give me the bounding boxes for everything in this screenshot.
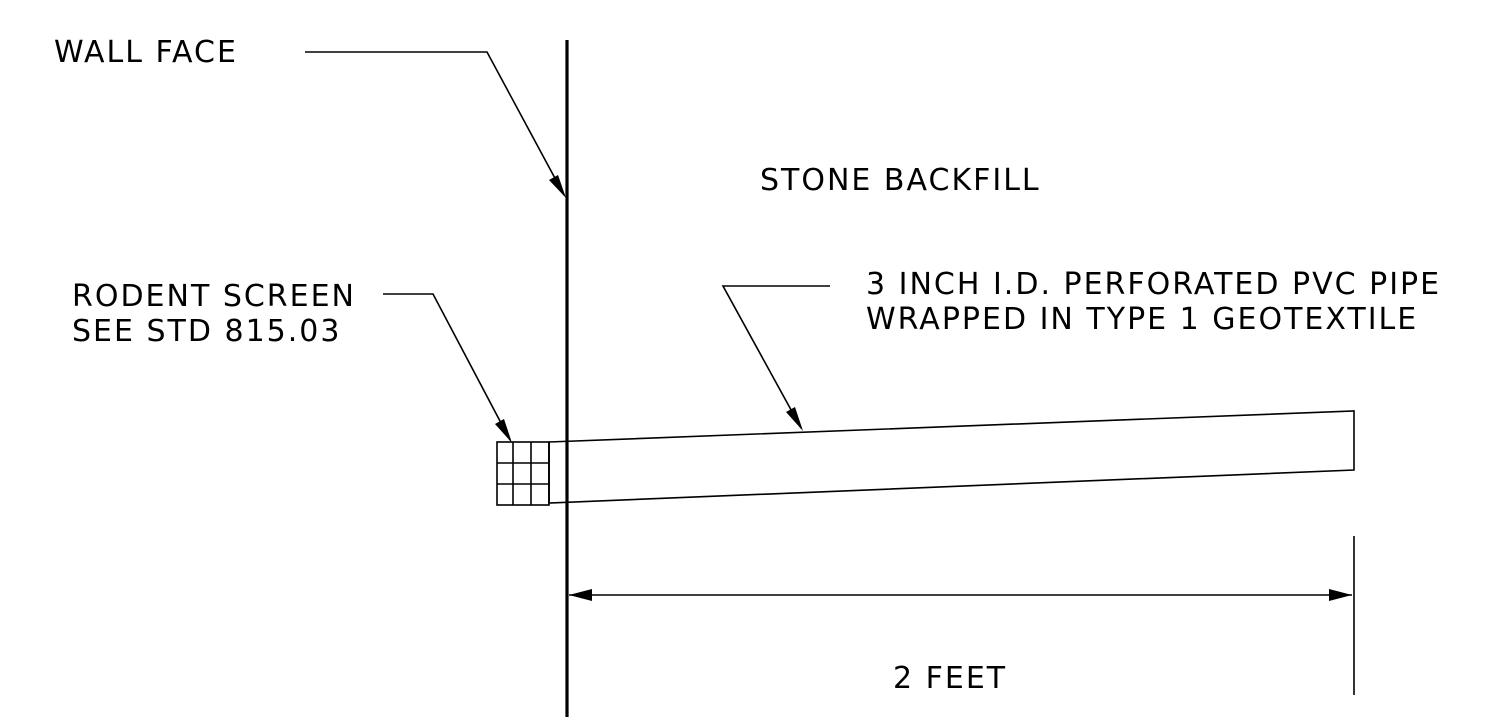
rodent-screen-leader-arrowhead <box>495 419 512 443</box>
dimension-label: 2 FEET <box>893 661 1007 696</box>
pipe-label-line1: 3 INCH I.D. PERFORATED PVC PIPE <box>866 267 1441 302</box>
rodent-screen-leader <box>383 293 511 441</box>
dimension-arrowhead-left <box>569 589 592 601</box>
pipe-leader-arrowhead <box>786 407 803 431</box>
wall-face-label: WALL FACE <box>54 35 238 70</box>
wall-face-leader-arrowhead <box>549 175 566 198</box>
dimension-arrowhead-right <box>1329 589 1352 601</box>
stone-backfill-label: STONE BACKFILL <box>760 163 1041 198</box>
rodent-screen <box>496 441 550 506</box>
wall-face-leader <box>305 51 565 196</box>
pipe-label-line2: WRAPPED IN TYPE 1 GEOTEXTILE <box>866 302 1418 337</box>
rodent-screen-label-line2: SEE STD 815.03 <box>72 314 341 349</box>
rodent-screen-label-line1: RODENT SCREEN <box>72 279 356 314</box>
pvc-pipe <box>548 410 1355 504</box>
pipe-leader <box>721 285 830 429</box>
